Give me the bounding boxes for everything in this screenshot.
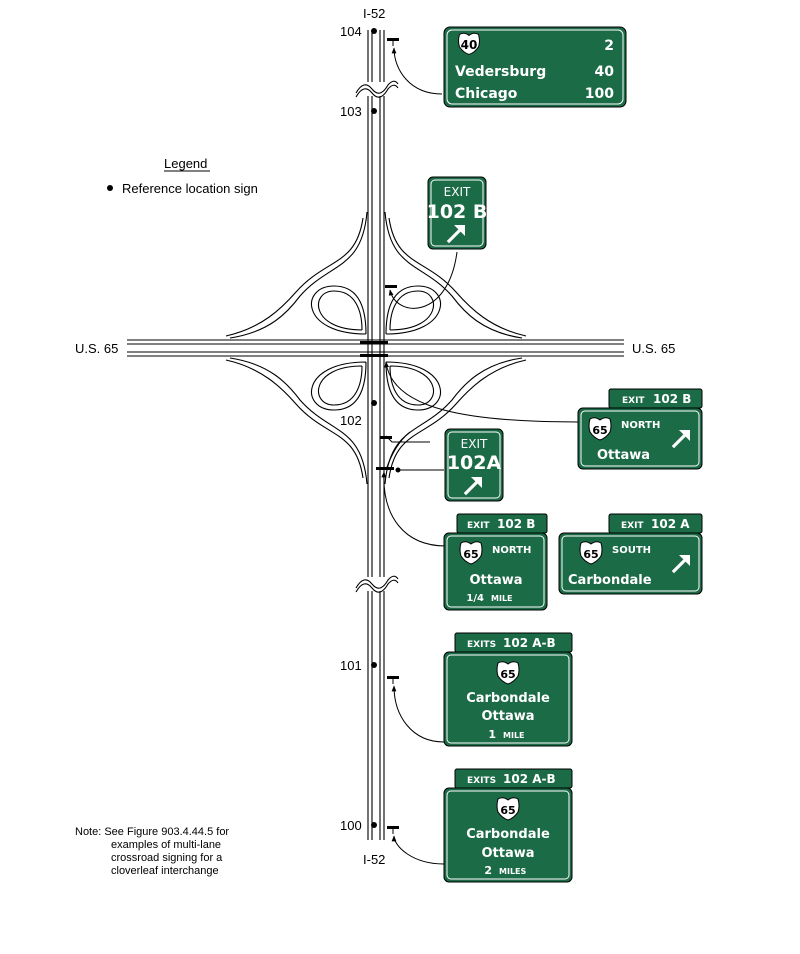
i52-label-top: I-52 [363, 6, 385, 21]
advance-102b-tab-word: EXIT [467, 521, 490, 531]
gore-102a-top: EXIT [461, 437, 488, 451]
legend-item: Reference location sign [122, 181, 258, 196]
gore-102b-top: EXIT [444, 185, 471, 199]
mile1-tab-num: 102 A-B [503, 636, 556, 650]
mile2-tab-num: 102 A-B [503, 772, 556, 786]
advance-102b-tab-num: 102 B [497, 517, 535, 531]
i52-label-bottom: I-52 [363, 852, 385, 867]
mile1-dest2: Ottawa [481, 709, 534, 724]
exit-102a-gore-sign: EXIT 102A [444, 428, 504, 502]
gore-102a-number: 102A [447, 452, 502, 474]
us65-label-left: U.S. 65 [75, 341, 118, 356]
note: Note: See Figure 903.4.44.5 for examples… [75, 826, 229, 877]
ref-dot-102 [371, 400, 377, 406]
mile1-dist: 1 [488, 728, 496, 741]
exit-102b-action-sign: EXIT 102 B 65 NORTH Ottawa [577, 388, 703, 470]
exit-102b-gore-sign: EXIT 102 B [427, 176, 488, 250]
distance-sign-miles-1: 2 [604, 38, 614, 54]
distance-sign-shield: 40 [461, 38, 478, 52]
sign-post-markers [360, 38, 399, 834]
exits-2-miles-sign: EXITS 102 A-B 65 Carbondale Ottawa 2 MIL… [443, 768, 573, 883]
reference-location-dots [371, 28, 377, 828]
mile1-dest1: Carbondale [466, 691, 550, 706]
ref-dot-100 [371, 822, 377, 828]
legend-title: Legend [164, 156, 207, 171]
milepost-104: 104 [340, 24, 362, 39]
action-102a-direction: SOUTH [612, 545, 651, 556]
mile1-unit: MILE [503, 731, 525, 740]
note-line-3: crossroad signing for a [111, 852, 223, 864]
action-102b-tab-num: 102 B [653, 392, 691, 406]
milepost-101: 101 [340, 658, 362, 673]
i52-mainline [355, 30, 400, 840]
us65-label-right: U.S. 65 [632, 341, 675, 356]
distance-sign-miles-2: 40 [595, 64, 615, 80]
advance-102b-shield: 65 [463, 548, 478, 561]
action-102a-dest: Carbondale [568, 573, 652, 588]
milepost-103: 103 [340, 104, 362, 119]
ref-dot-104 [371, 28, 377, 34]
leader-lines [381, 47, 579, 865]
mile1-tab-word: EXITS [467, 640, 496, 650]
milepost-100: 100 [340, 818, 362, 833]
note-line-1: Note: See Figure 903.4.44.5 for [75, 826, 229, 838]
mile2-tab-word: EXITS [467, 776, 496, 786]
advance-102b-direction: NORTH [492, 545, 531, 556]
milepost-102: 102 [340, 413, 362, 428]
exit-102b-advance-sign: EXIT 102 B 65 NORTH Ottawa 1/4 MILE [443, 513, 548, 611]
mile2-dist: 2 [484, 864, 492, 877]
exit-102a-action-sign: EXIT 102 A 65 SOUTH Carbondale [558, 513, 703, 595]
distance-sign-dest-3: Chicago [455, 86, 518, 102]
mile2-unit: MILES [499, 867, 527, 876]
action-102b-shield: 65 [592, 424, 607, 437]
distance-sign: 40 2 Vedersburg 40 Chicago 100 [443, 26, 627, 108]
mile2-shield: 65 [500, 804, 515, 817]
mile2-dest2: Ottawa [481, 846, 534, 861]
action-102a-tab-num: 102 A [651, 517, 690, 531]
cloverleaf-ramps [225, 211, 527, 485]
advance-102b-unit: MILE [491, 594, 513, 603]
gore-102b-number: 102 B [427, 201, 488, 223]
action-102b-tab-word: EXIT [622, 396, 645, 406]
legend-dot [107, 185, 113, 191]
action-102a-tab-word: EXIT [621, 521, 644, 531]
mile1-shield: 65 [500, 668, 515, 681]
ref-dot-103 [371, 108, 377, 114]
exits-1-mile-sign: EXITS 102 A-B 65 Carbondale Ottawa 1 MIL… [443, 632, 573, 747]
distance-sign-miles-3: 100 [585, 86, 614, 102]
ref-dot-101 [371, 662, 377, 668]
action-102a-shield: 65 [583, 548, 598, 561]
note-line-2: examples of multi-lane [111, 839, 221, 851]
mile2-dest1: Carbondale [466, 827, 550, 842]
distance-sign-dest-2: Vedersburg [455, 64, 546, 80]
note-line-4: cloverleaf interchange [111, 865, 219, 877]
legend: Legend Reference location sign [107, 156, 258, 196]
advance-102b-frac: 1/4 [466, 593, 484, 604]
advance-102b-dest: Ottawa [469, 573, 522, 588]
action-102b-dest: Ottawa [597, 448, 650, 463]
action-102b-direction: NORTH [621, 420, 660, 431]
